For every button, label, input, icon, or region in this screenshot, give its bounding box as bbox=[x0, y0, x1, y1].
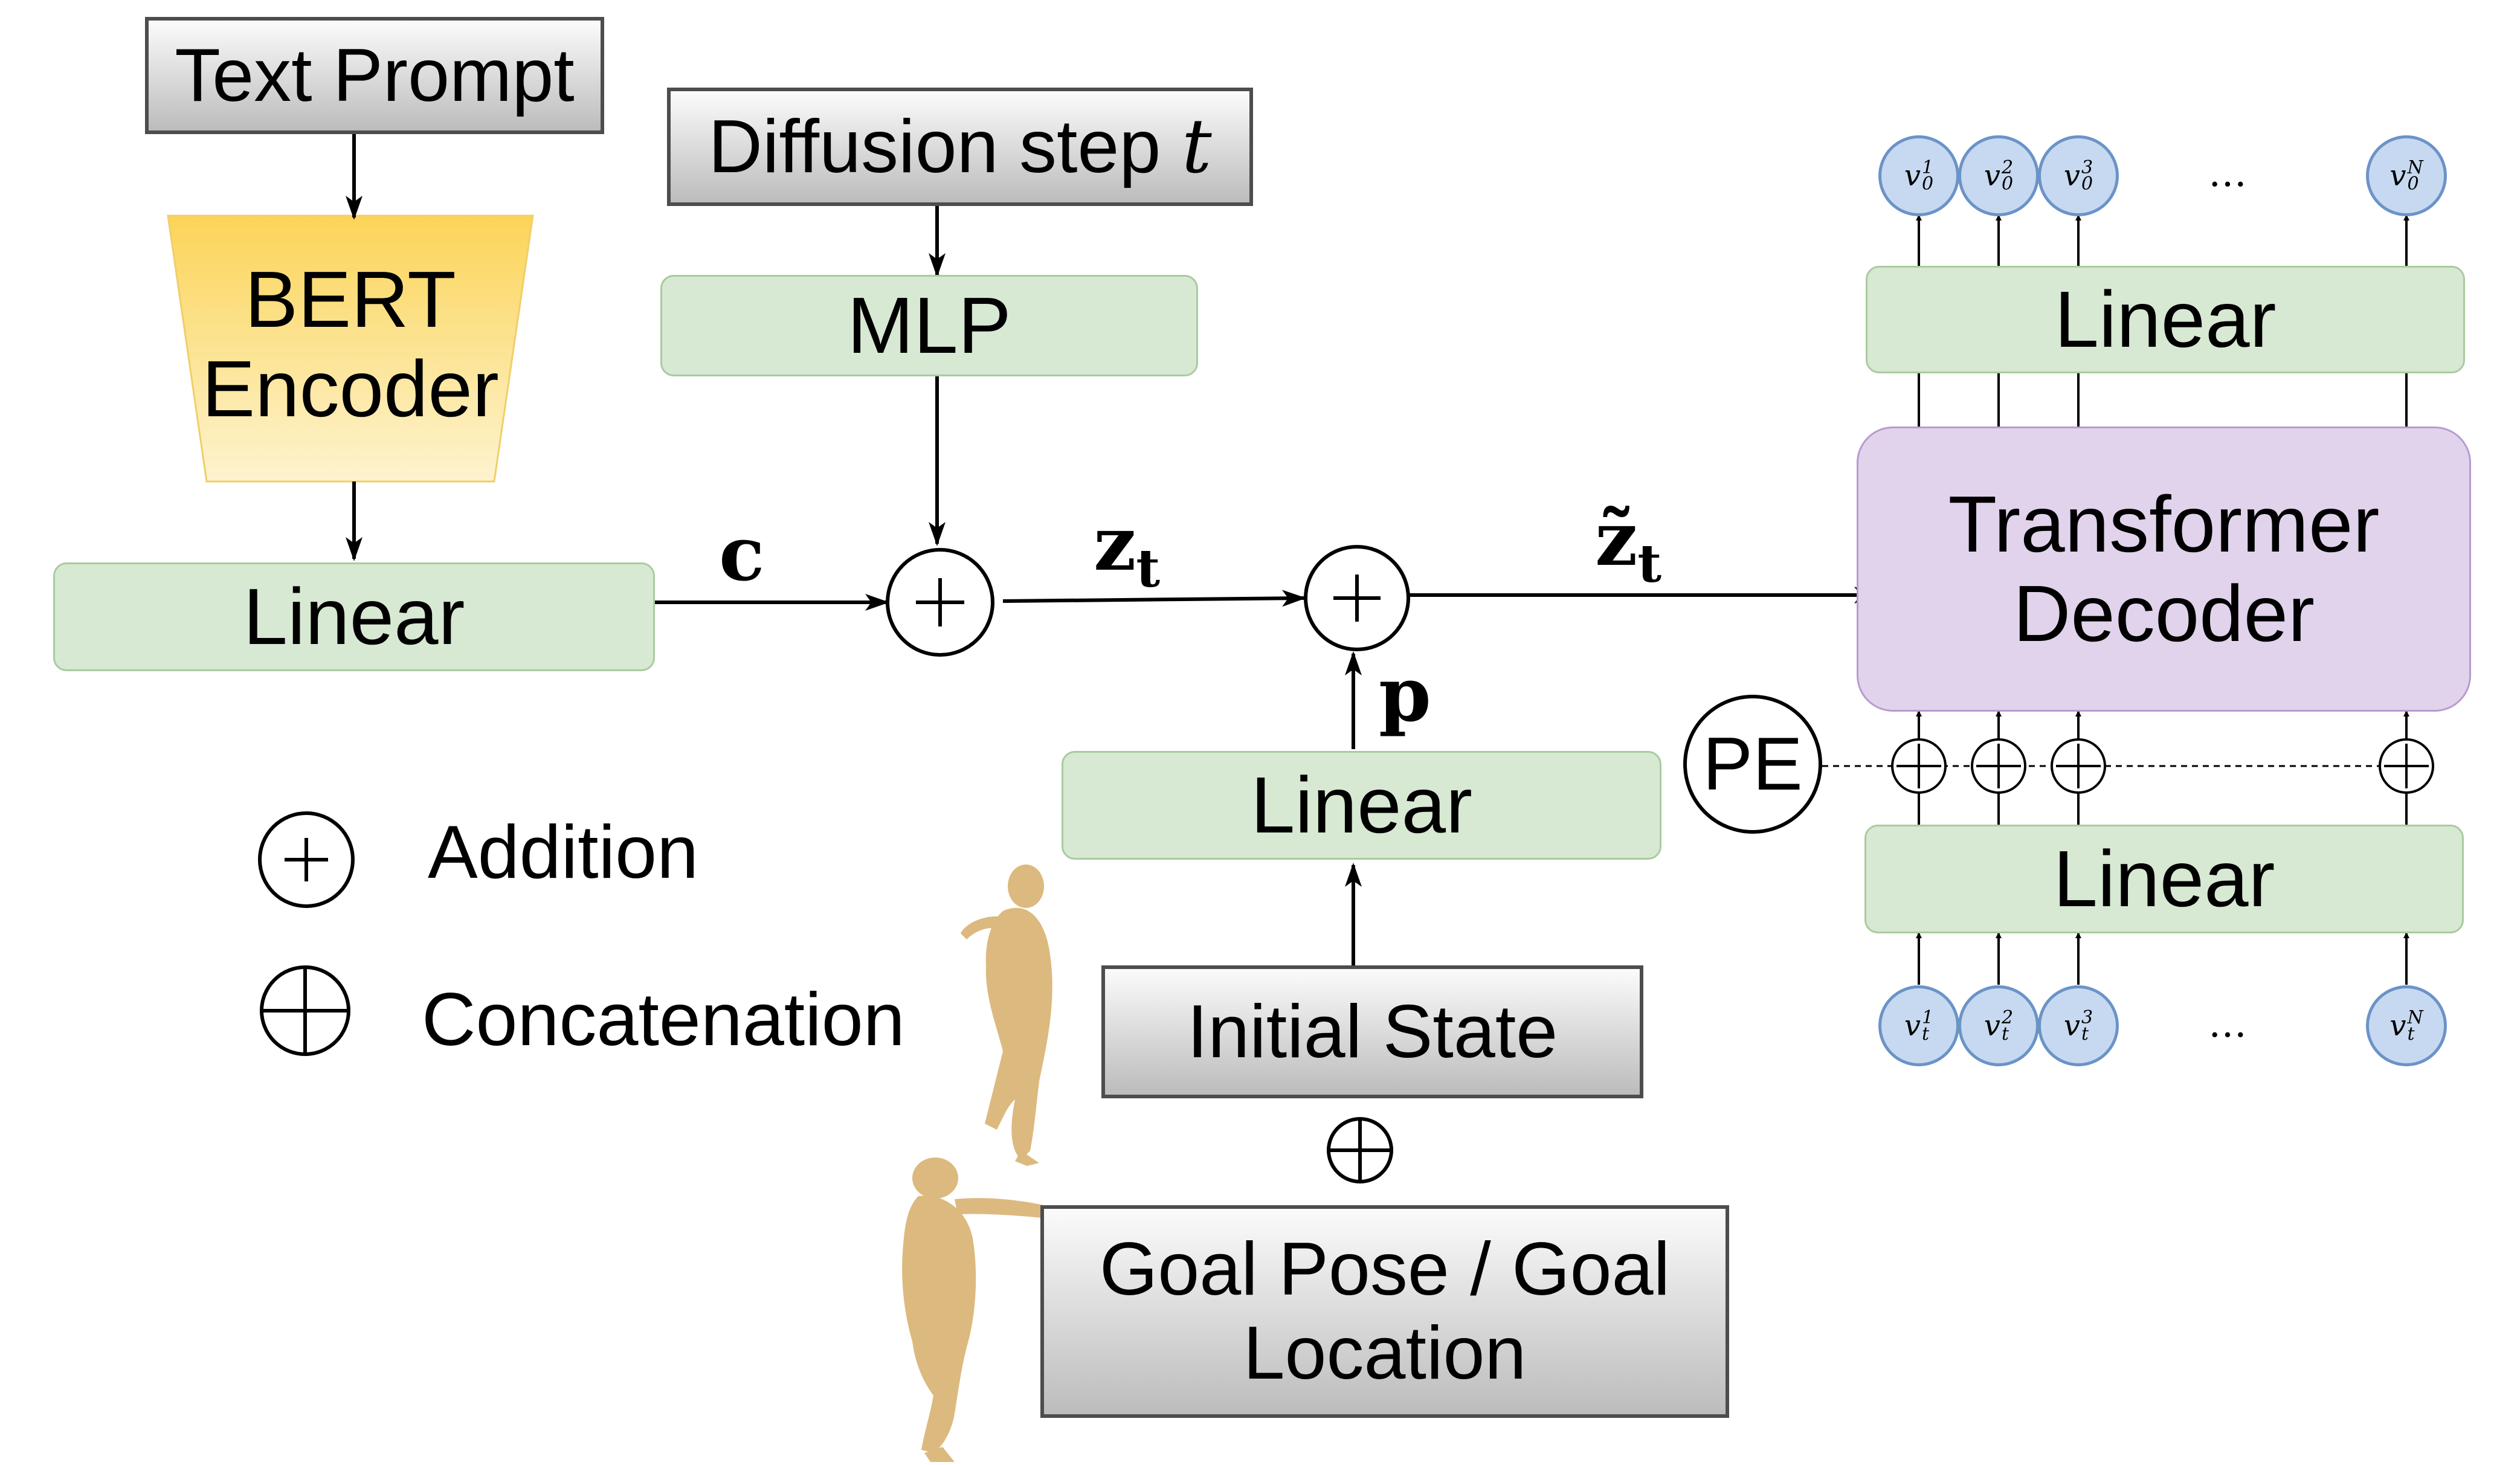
linear-top-label: Linear bbox=[2054, 275, 2277, 364]
linear-top-block: Linear bbox=[1866, 266, 2465, 373]
goal-box: Goal Pose / Goal Location bbox=[1040, 1205, 1729, 1418]
arrow-add-to-concat bbox=[1002, 590, 1306, 607]
bert-encoder-shape bbox=[167, 214, 534, 483]
diffusion-step-box: Diffusion step t bbox=[667, 88, 1253, 206]
pe-to-decoder-arrows bbox=[1916, 710, 2409, 740]
linear-to-pe-lines bbox=[1918, 793, 2408, 825]
linear-c-label: Linear bbox=[243, 572, 465, 662]
legend-concatenation-icon bbox=[260, 965, 350, 1056]
output-token-arrows bbox=[1916, 214, 2409, 266]
pe-add-1 bbox=[1891, 738, 1947, 794]
positional-encoding-node: PE bbox=[1683, 695, 1822, 834]
pe-label: PE bbox=[1703, 723, 1803, 806]
concat-symbol-goal bbox=[1327, 1117, 1393, 1183]
bert-encoder-label: BERT Encoder bbox=[181, 239, 520, 450]
initial-state-box: Initial State bbox=[1101, 965, 1643, 1098]
mlp-label: MLP bbox=[847, 281, 1011, 370]
diffusion-step-label: Diffusion step bbox=[708, 105, 1182, 188]
transformer-line-1: Transformer bbox=[1948, 480, 2380, 569]
linear-bottom-block: Linear bbox=[1864, 825, 2464, 933]
symbol-z-tilde: z̃ bbox=[1595, 495, 1638, 583]
linear-c-block: Linear bbox=[53, 562, 655, 671]
symbol-z-subscript: t bbox=[1136, 538, 1161, 599]
human-figure-upper bbox=[961, 865, 1052, 1166]
addition-operator bbox=[886, 548, 994, 657]
transformer-line-2: Decoder bbox=[2013, 569, 2315, 658]
symbol-z-tilde-subscript: t bbox=[1637, 533, 1662, 594]
linear-p-label: Linear bbox=[1251, 761, 1472, 850]
concatenation-operator bbox=[1304, 545, 1410, 651]
symbol-p: p bbox=[1379, 651, 1431, 739]
pe-add-n bbox=[2379, 738, 2434, 794]
goal-line-2: Location bbox=[1243, 1312, 1527, 1395]
goal-line-1: Goal Pose / Goal bbox=[1099, 1228, 1671, 1312]
bert-line-2: Encoder bbox=[202, 344, 499, 433]
symbol-z: z bbox=[1094, 500, 1136, 588]
text-prompt-box: Text Prompt bbox=[145, 17, 604, 134]
symbol-c: c bbox=[719, 510, 765, 598]
linear-bottom-label: Linear bbox=[2053, 834, 2275, 924]
text-prompt-label: Text Prompt bbox=[175, 33, 575, 117]
output-ellipsis: … bbox=[2208, 151, 2255, 196]
linear-p-block: Linear bbox=[1062, 751, 1661, 860]
symbol-z-t: zt bbox=[1094, 500, 1160, 599]
pe-add-3 bbox=[2051, 738, 2106, 794]
transformer-decoder-block: Transformer Decoder bbox=[1857, 427, 2471, 712]
initial-state-label: Initial State bbox=[1187, 990, 1558, 1074]
decoder-to-linear-lines bbox=[1918, 373, 2408, 427]
mlp-block: MLP bbox=[660, 275, 1198, 376]
pe-add-2 bbox=[1971, 738, 2026, 794]
legend-addition-icon bbox=[258, 811, 355, 908]
symbol-z-tilde-t: z̃t bbox=[1595, 495, 1661, 594]
input-token-arrows bbox=[1916, 932, 2409, 985]
input-ellipsis: … bbox=[2208, 1002, 2255, 1046]
legend-concatenation-label: Concatenation bbox=[422, 978, 905, 1061]
legend-addition-label: Addition bbox=[428, 811, 699, 894]
bert-line-1: BERT bbox=[245, 255, 456, 344]
diffusion-step-variable: t bbox=[1181, 103, 1212, 190]
